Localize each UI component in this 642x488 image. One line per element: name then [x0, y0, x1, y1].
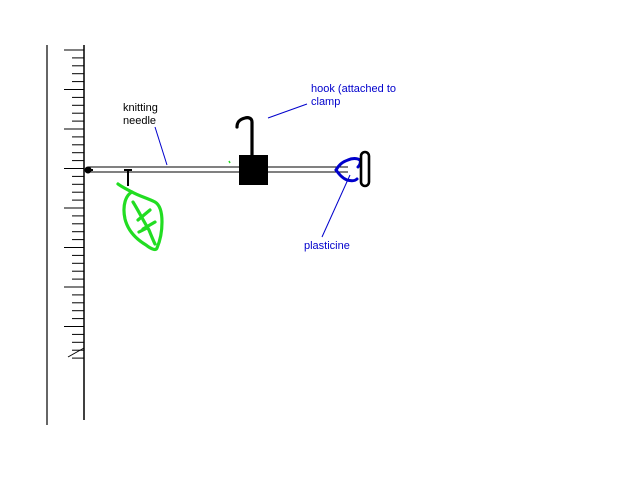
hook-leader-line [267, 103, 308, 119]
ruler [64, 45, 85, 420]
plasticine-blob [334, 157, 362, 183]
hook [235, 116, 254, 157]
needle-leader-line [154, 126, 168, 166]
ruler-tick [67, 347, 85, 358]
knitting-needle [84, 166, 348, 174]
plasticine-leader-line [321, 174, 351, 238]
leaf-drawing [116, 182, 164, 252]
green-mark [228, 160, 231, 164]
plasticine-label: plasticine [304, 240, 350, 252]
ruler-ticks [64, 49, 85, 359]
clamp [235, 116, 268, 185]
knitting-needle-label: knitting needle [123, 102, 158, 127]
clamp-block [239, 155, 268, 185]
leaf-hanger [124, 169, 132, 186]
needle-end-stopper [359, 150, 371, 188]
hook-label: hook (attached to clamp [311, 83, 397, 108]
